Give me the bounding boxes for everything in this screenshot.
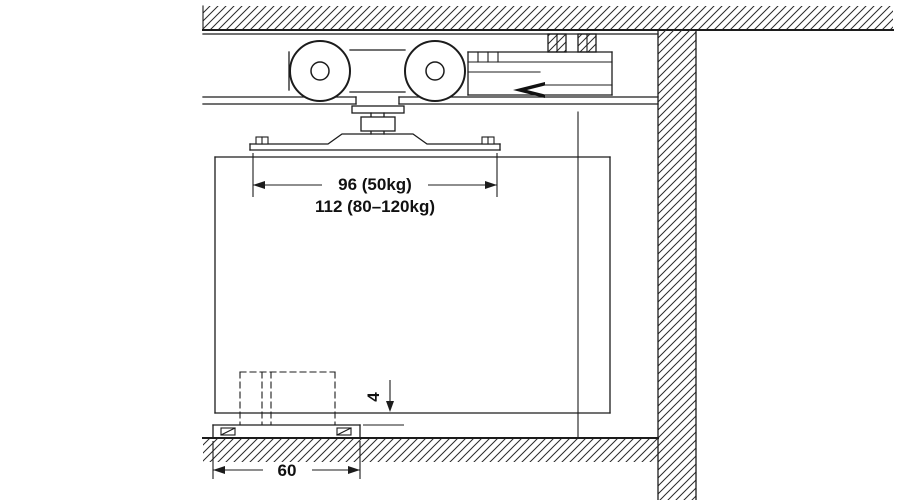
plate-screw-left	[220, 427, 236, 436]
roller-left	[289, 40, 351, 102]
dimension-carriage-width: 96 (50kg) 112 (80–120kg)	[252, 153, 498, 216]
bracket-screw-right	[481, 136, 495, 145]
plate-screw-right	[336, 427, 352, 436]
fixing-bolt-left	[547, 33, 567, 53]
carriage-dimension-label-1: 96 (50kg)	[338, 175, 412, 194]
roller-right	[404, 40, 466, 102]
carriage-dimension-label-2: 112 (80–120kg)	[315, 197, 435, 216]
floor-guide-plate	[212, 424, 361, 439]
floor-guide-width-label: 60	[278, 461, 297, 480]
dimension-bottom-clearance: 4	[363, 380, 404, 426]
adjustment-nut	[360, 116, 396, 132]
roller-carriage	[288, 33, 613, 102]
wall-section	[657, 29, 697, 500]
ceiling-section	[202, 5, 894, 31]
dimension-floor-guide-width: 60	[212, 441, 361, 480]
floor-section	[202, 437, 659, 462]
bracket-screw-left	[255, 136, 269, 145]
floor-guide-hidden-outline	[239, 371, 336, 425]
fixing-bolt-right	[577, 33, 597, 53]
door-panel	[214, 111, 611, 438]
bottom-clearance-label: 4	[364, 392, 383, 402]
height-adjustment-block	[467, 51, 613, 98]
suspension-bracket	[249, 133, 501, 151]
hanger-bolt	[351, 105, 405, 135]
